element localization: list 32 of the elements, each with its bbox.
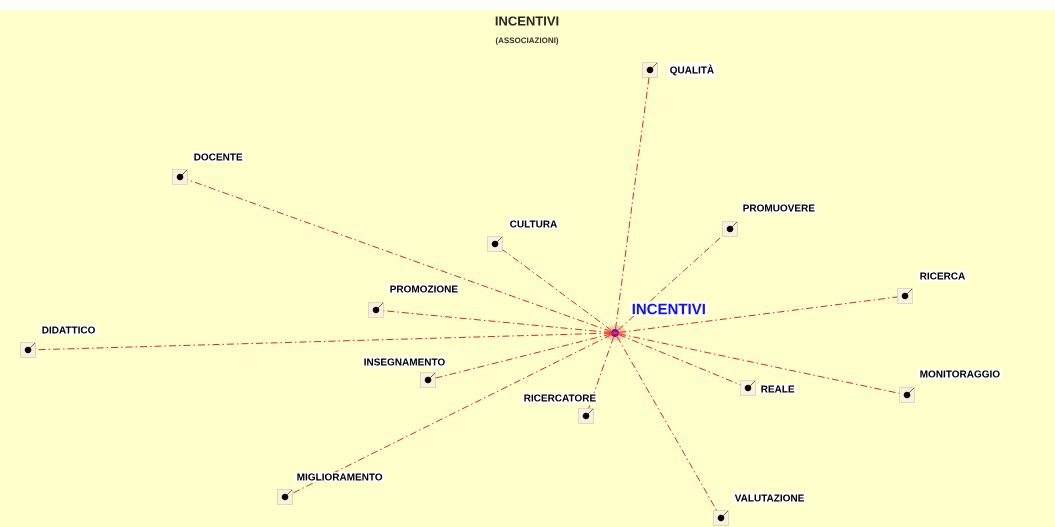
- node-label: INSEGNAMENTO: [362, 356, 447, 368]
- connector-line: [616, 336, 718, 511]
- node-label: QUALITÀ: [668, 63, 716, 77]
- node-label: MONITORAGGIO: [918, 368, 1002, 380]
- node-marker: [578, 408, 594, 424]
- connector-line: [617, 235, 723, 331]
- node-marker: [420, 372, 436, 388]
- title: INCENTIVI: [495, 16, 559, 26]
- node-label: REALE: [759, 384, 797, 394]
- node-marker: [20, 342, 36, 358]
- node-label: PROMOZIONE: [388, 283, 460, 295]
- node-label: PROMUOVERE: [741, 202, 817, 214]
- node-marker: [642, 62, 658, 78]
- node-label: RICERCA: [918, 270, 967, 282]
- node-marker: [740, 380, 756, 396]
- node-label: DIDATTICO: [40, 324, 97, 336]
- node-marker: [713, 510, 729, 526]
- node-marker: [722, 221, 738, 237]
- node-label: MIGLIORAMENTO: [295, 471, 385, 483]
- node-marker: [277, 489, 293, 505]
- connector-line: [292, 334, 612, 494]
- subtitle: (ASSOCIAZIONI): [495, 37, 559, 45]
- hub-label: INCENTIVI: [630, 302, 708, 316]
- node-label: VALUTAZIONE: [733, 492, 806, 504]
- node-marker: [897, 288, 913, 304]
- node-marker: [368, 302, 384, 318]
- node-label: DOCENTE: [192, 151, 245, 163]
- node-label: RICERCATORE: [522, 392, 598, 404]
- node-marker: [487, 236, 503, 252]
- node-label: CULTURA: [508, 218, 559, 230]
- node-marker: [172, 169, 188, 185]
- node-marker: [899, 387, 915, 403]
